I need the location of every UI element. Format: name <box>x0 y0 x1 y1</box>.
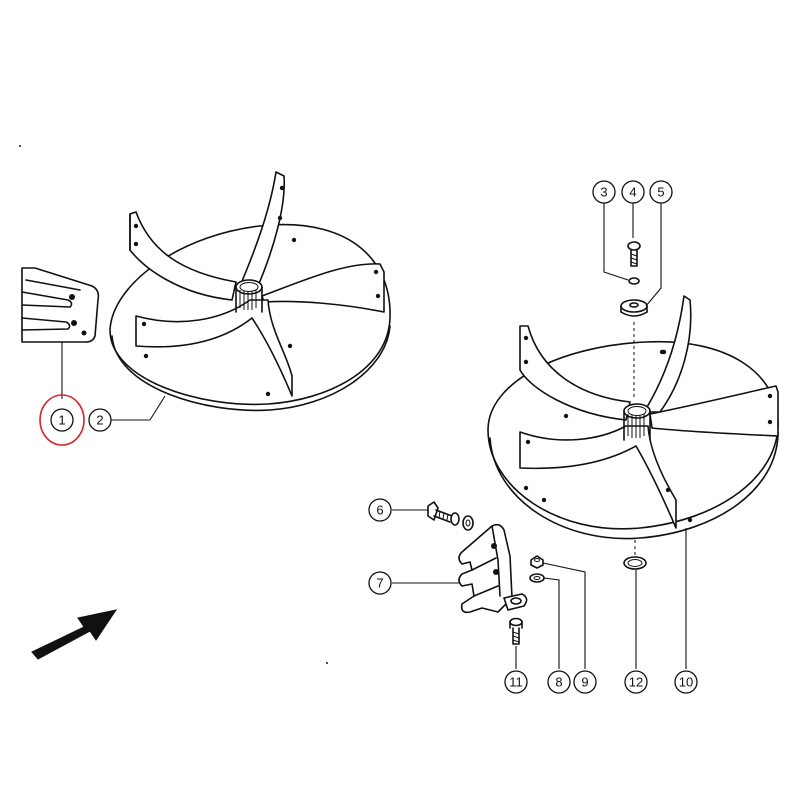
washer-6b <box>462 515 474 531</box>
callout-label: 3 <box>600 185 607 200</box>
callout-label: 1 <box>58 413 65 428</box>
nut-9 <box>530 555 544 569</box>
bolt-6 <box>427 501 453 523</box>
callout-12[interactable]: 12 <box>624 670 648 694</box>
leader-9 <box>542 562 586 669</box>
callout-label: 7 <box>376 576 383 591</box>
washer-8 <box>529 573 545 583</box>
callout-2[interactable]: 2 <box>88 408 112 432</box>
callout-label: 11 <box>509 675 523 690</box>
leader-5 <box>645 203 662 307</box>
washer-6a <box>450 512 460 526</box>
callout-7[interactable]: 7 <box>368 571 392 595</box>
bolt-11 <box>509 617 523 645</box>
callout-label: 2 <box>96 413 103 428</box>
callout-4[interactable]: 4 <box>621 180 645 204</box>
leader-3 <box>603 203 629 281</box>
blade-part-1 <box>21 267 100 343</box>
leader-2 <box>111 395 166 421</box>
fan-assembly-right <box>487 295 779 540</box>
callout-9[interactable]: 9 <box>573 670 597 694</box>
callout-1[interactable]: 1 <box>50 408 74 432</box>
bolt-4 <box>627 241 641 267</box>
callout-label: 8 <box>555 675 562 690</box>
callout-label: 6 <box>376 503 383 518</box>
callout-label: 5 <box>657 185 664 200</box>
callout-3[interactable]: 3 <box>592 180 616 204</box>
seal-ring-12 <box>623 556 647 570</box>
arrow-up-right-icon <box>31 609 118 660</box>
callout-6[interactable]: 6 <box>368 498 392 522</box>
washer-3 <box>628 277 640 285</box>
callout-label: 12 <box>629 675 643 690</box>
callout-label: 10 <box>679 675 693 690</box>
callout-5[interactable]: 5 <box>649 180 673 204</box>
callout-label: 9 <box>581 675 588 690</box>
leader-8 <box>543 577 560 669</box>
callout-8[interactable]: 8 <box>547 670 571 694</box>
highlight-ring <box>39 394 85 446</box>
callout-10[interactable]: 10 <box>674 670 698 694</box>
callout-label: 4 <box>629 185 636 200</box>
mounting-bracket-7 <box>458 523 528 614</box>
callout-11[interactable]: 11 <box>504 670 528 694</box>
fan-assembly-left <box>109 171 391 412</box>
spacer-5 <box>620 299 648 317</box>
